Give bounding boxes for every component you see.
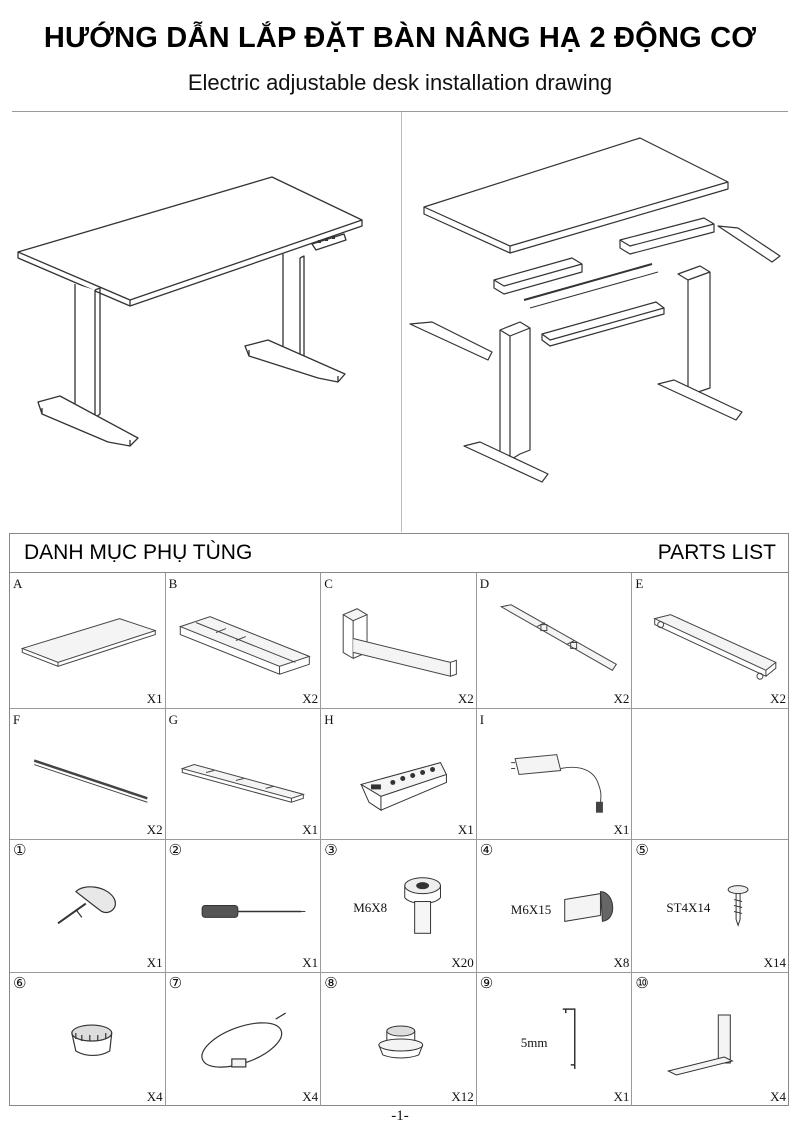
- part-qty: X2: [613, 691, 630, 706]
- part-id: ④: [479, 841, 494, 859]
- part-cell-5: ⑤ ST4X14 X14: [632, 840, 788, 973]
- part-cell-h: H X1: [321, 709, 477, 840]
- part-qty: X12: [451, 1089, 474, 1104]
- desktop-panel-icon: [20, 618, 157, 667]
- leg-column-icon: [342, 608, 458, 677]
- part-id: H: [324, 712, 334, 727]
- part-qty: X20: [451, 955, 474, 970]
- cross-beam-icon: [180, 764, 305, 803]
- part-id: ①: [13, 841, 27, 859]
- part-spec: M6X15: [510, 902, 552, 917]
- hex-shaft-rod-icon: [33, 759, 148, 803]
- part-cell-1: ① X1: [10, 840, 166, 973]
- part-id: B: [168, 576, 178, 591]
- part-spec: M6X8: [353, 900, 388, 915]
- header-divider: [12, 111, 788, 112]
- part-cell-f: F X2: [10, 709, 166, 840]
- part-qty: X4: [302, 1089, 319, 1104]
- part-cell-i: I X1: [476, 709, 633, 840]
- parts-list-label-en: PARTS LIST: [657, 541, 776, 564]
- mounting-bracket-icon: [667, 1014, 735, 1076]
- page-number: -1-: [391, 1108, 409, 1124]
- part-id: D: [479, 576, 490, 591]
- screwdriver-icon: [201, 905, 305, 918]
- part-id: ⑩: [635, 974, 649, 992]
- part-id: ⑨: [479, 974, 494, 992]
- part-qty: X2: [770, 691, 786, 706]
- part-id: E: [635, 576, 644, 591]
- part-id: G: [168, 712, 178, 727]
- part-qty: X1: [146, 955, 163, 970]
- allen-key-handle-icon: [57, 886, 116, 925]
- part-cell-g: G X1: [165, 709, 322, 840]
- part-cell-9: ⑨ 5mm X1: [477, 973, 633, 1106]
- parts-row: ⑥ X4 ⑦ X4 ⑧: [10, 973, 788, 1106]
- part-cell-6: ⑥ X4: [10, 973, 166, 1106]
- part-qty: X2: [146, 822, 163, 837]
- part-spec: 5mm: [520, 1035, 548, 1050]
- parts-list-label-vi: DANH MỤC PHỤ TÙNG: [24, 541, 253, 564]
- side-support-arm-icon: [499, 604, 617, 671]
- part-cell-d: D X2: [476, 573, 633, 709]
- rubber-grommet-icon: [378, 1025, 424, 1059]
- power-adapter-icon: [510, 754, 603, 813]
- part-cell-a: A X1: [10, 573, 166, 709]
- top-frame-bracket-icon: [178, 616, 311, 675]
- assembled-desk-drawing: [0, 112, 400, 532]
- part-qty: X1: [302, 822, 319, 837]
- drawing-divider: [401, 112, 402, 532]
- control-panel-icon: [360, 762, 448, 812]
- foot-base-icon: [653, 614, 778, 680]
- part-spec: ST4X14: [666, 900, 711, 915]
- hex-key-5mm-icon: [562, 1008, 576, 1069]
- part-id: C: [324, 576, 333, 591]
- part-id: ③: [324, 841, 338, 859]
- part-qty: X1: [146, 691, 163, 706]
- part-qty: X4: [770, 1089, 786, 1104]
- part-qty: X1: [457, 822, 474, 837]
- part-qty: X1: [613, 822, 630, 837]
- part-qty: X4: [146, 1089, 163, 1104]
- part-cell-8: ⑧ X12: [321, 973, 477, 1106]
- cable-tie-icon: [200, 1012, 286, 1068]
- part-cell-10: ⑩ X4: [632, 973, 788, 1106]
- part-cell-b: B X2: [165, 573, 322, 709]
- part-cell-7: ⑦ X4: [166, 973, 322, 1106]
- part-id: ⑧: [324, 974, 338, 992]
- part-id: ⑥: [13, 974, 27, 992]
- page-subtitle: Electric adjustable desk installation dr…: [187, 70, 613, 95]
- part-cell-3: ③ M6X8 X20: [321, 840, 477, 973]
- exploded-view-drawing: [402, 112, 800, 532]
- parts-row: F X2 G X1 H: [10, 709, 788, 840]
- parts-list-table: DANH MỤC PHỤ TÙNG PARTS LIST A X1 B: [9, 533, 789, 1106]
- part-id: ⑤: [635, 841, 649, 859]
- part-cell-4: ④ M6X15 X8: [476, 840, 633, 973]
- parts-list-header: DANH MỤC PHỤ TÙNG PARTS LIST: [10, 534, 788, 573]
- part-id: A: [13, 576, 23, 591]
- part-qty: X2: [302, 691, 319, 706]
- bolt-m6x15-icon: [564, 891, 613, 922]
- part-qty: X1: [302, 955, 319, 970]
- part-cell-2: ② X1: [165, 840, 322, 973]
- parts-grid: A X1 B X2 C: [10, 573, 788, 1106]
- part-cell-e: E X2: [632, 573, 788, 709]
- part-cell-empty: [632, 709, 788, 840]
- bolt-m6x8-icon: [404, 877, 442, 934]
- parts-row: ① X1 ② X1 ③ M6X8: [10, 840, 788, 973]
- page-title: HƯỚNG DẪN LẮP ĐẶT BÀN NÂNG HẠ 2 ĐỘNG CƠ: [43, 22, 757, 54]
- part-qty: X14: [763, 955, 786, 970]
- part-id: F: [13, 712, 21, 727]
- adjustable-foot-pad-icon: [71, 1024, 113, 1057]
- part-id: ②: [168, 841, 183, 859]
- part-qty: X2: [457, 691, 474, 706]
- part-qty: X1: [613, 1089, 630, 1104]
- part-cell-c: C X2: [321, 573, 477, 709]
- parts-row: A X1 B X2 C: [10, 573, 788, 709]
- part-qty: X8: [613, 955, 630, 970]
- part-id: I: [479, 712, 485, 727]
- part-id: ⑦: [168, 974, 183, 992]
- self-tapping-screw-icon: [728, 885, 749, 927]
